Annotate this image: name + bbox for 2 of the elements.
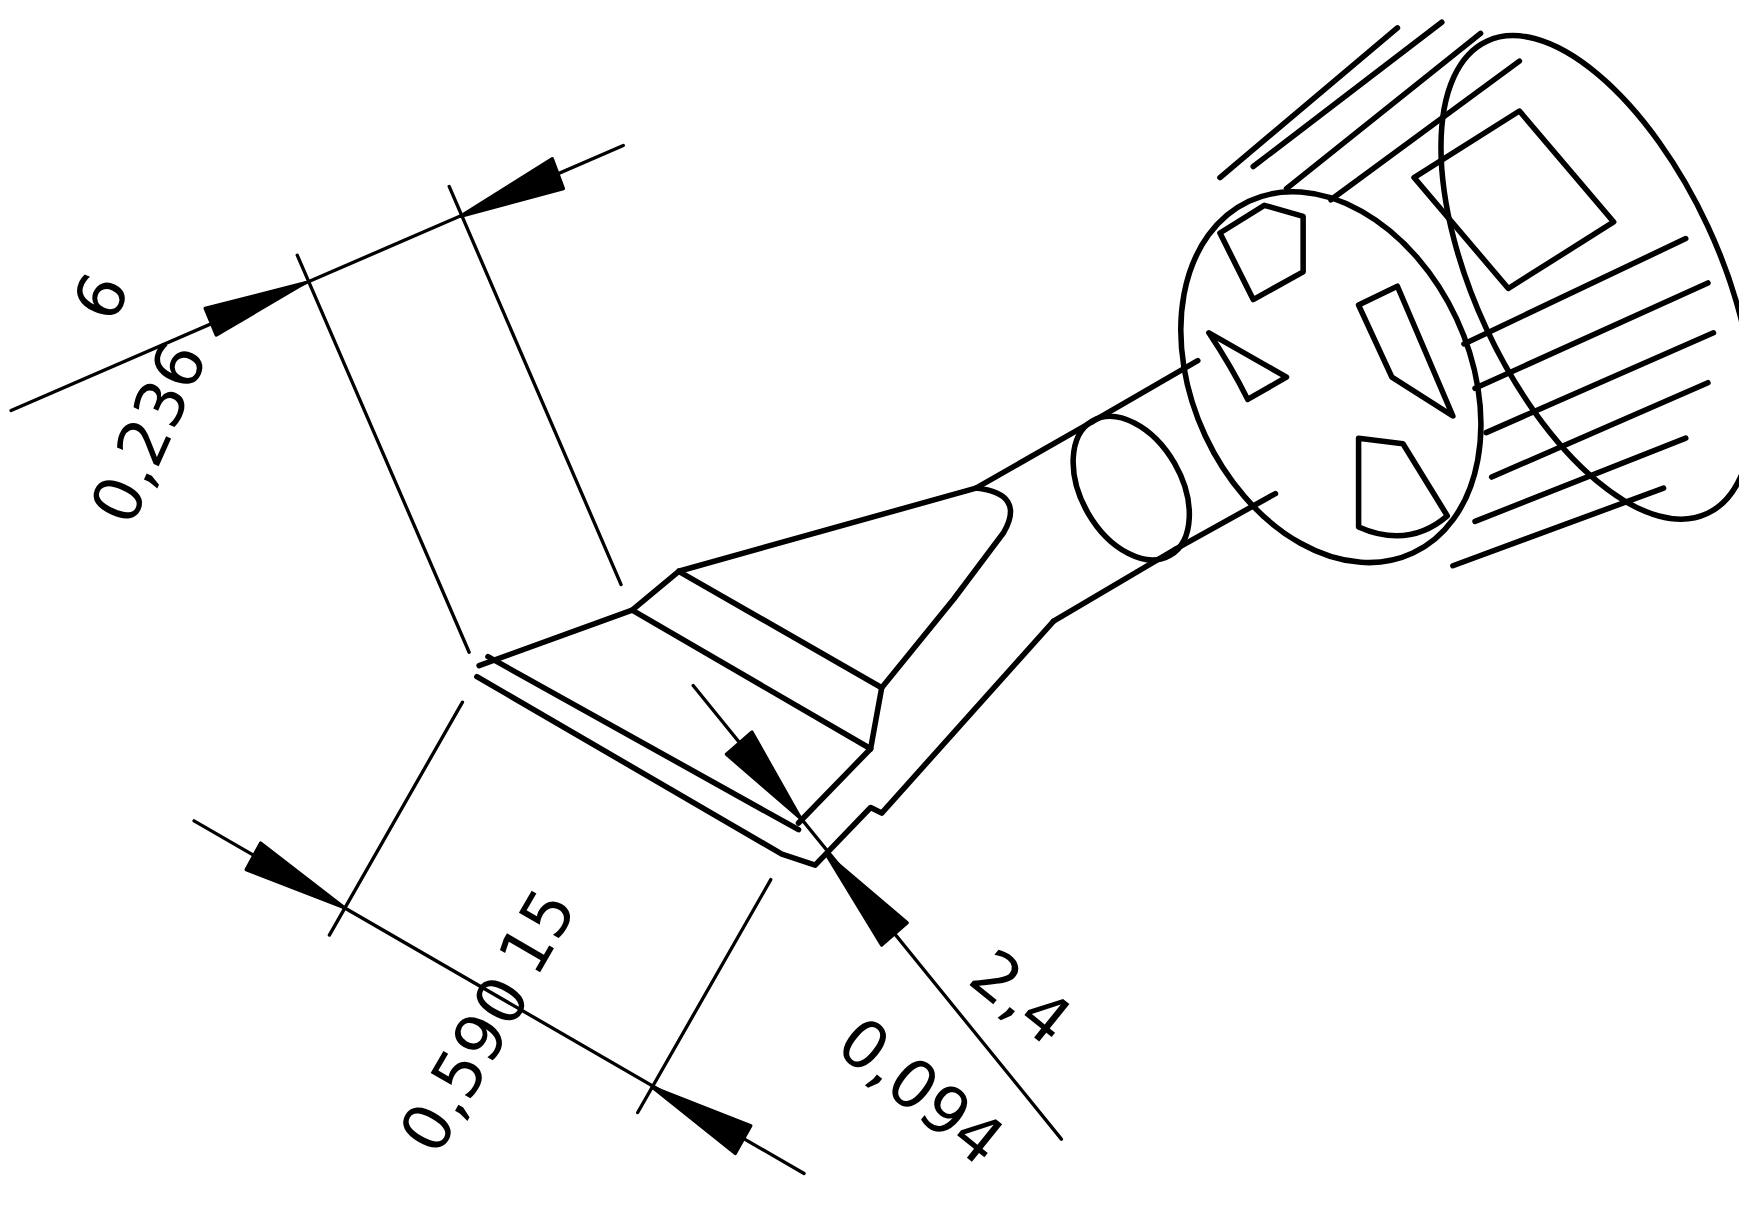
dimension-label: 0,236 — [81, 332, 219, 533]
dimension-label: 6 — [63, 264, 141, 330]
